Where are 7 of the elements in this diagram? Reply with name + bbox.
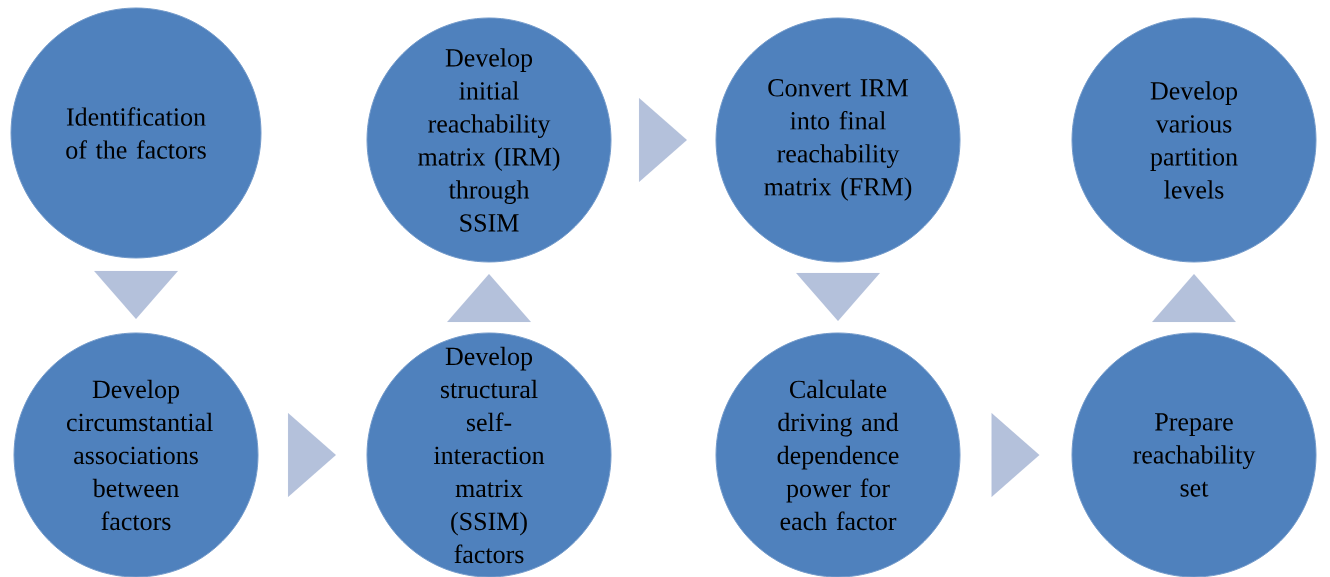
chevron-arrow (639, 98, 687, 182)
chevron-arrow (288, 413, 336, 497)
chevron-arrow (94, 270, 178, 319)
chevron-arrow (447, 274, 531, 323)
chevron-arrow (796, 272, 880, 321)
chevron-arrow (1152, 274, 1236, 323)
chevron-arrow (991, 413, 1040, 497)
